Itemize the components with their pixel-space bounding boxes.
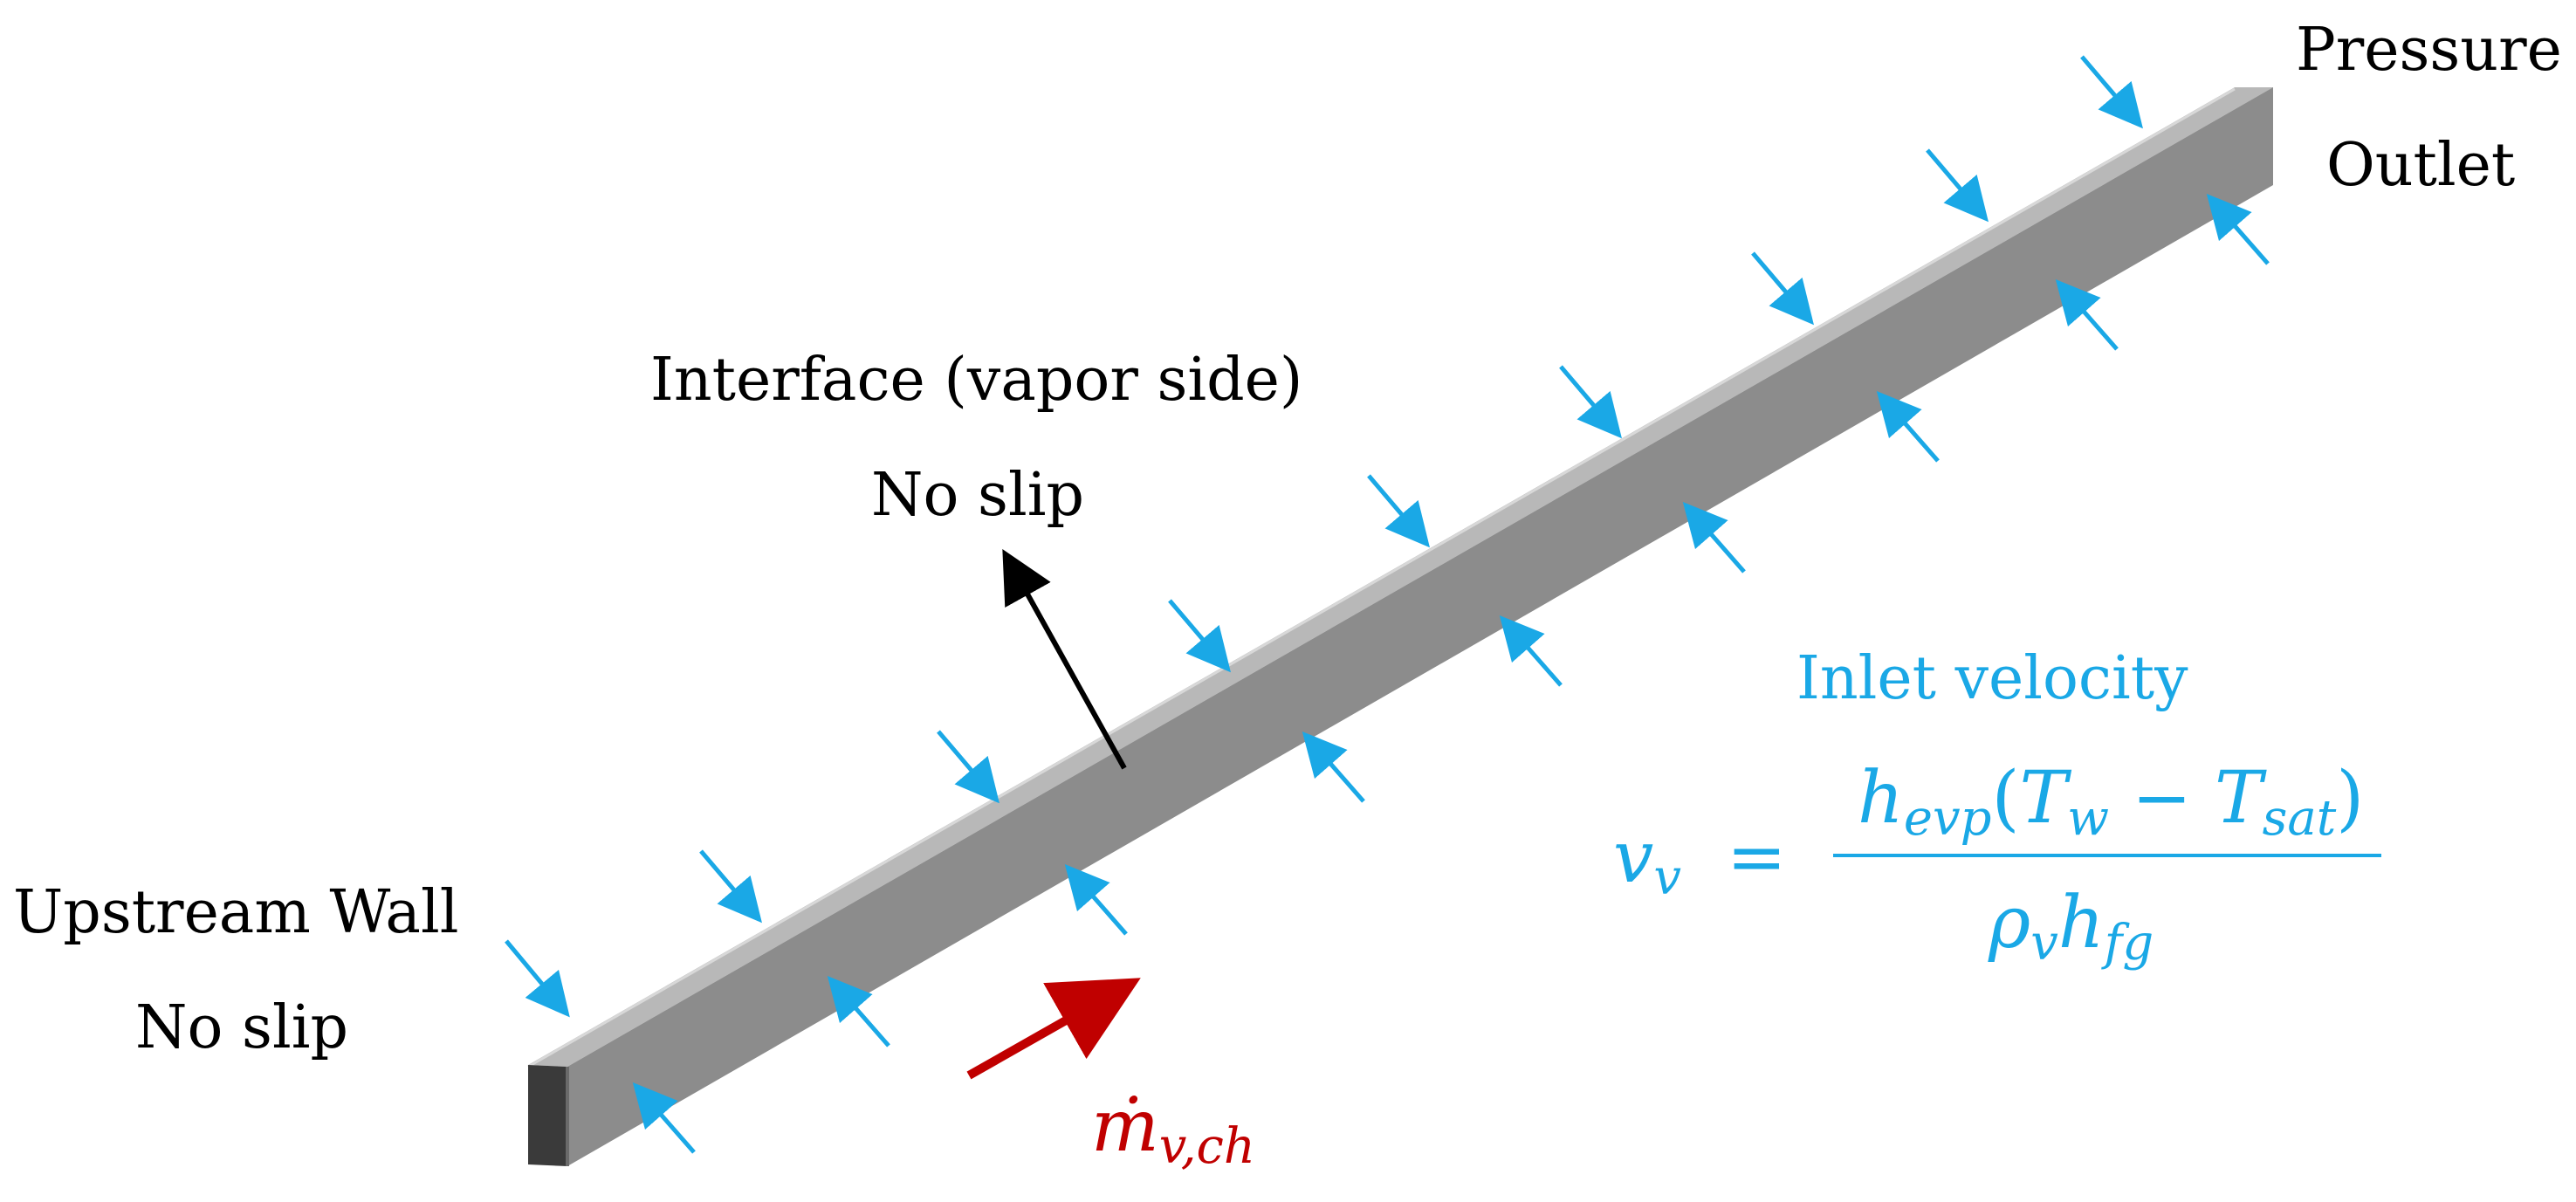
vapor-channel [527,87,2273,1166]
pressure-outlet-label-line1: Pressure [2296,16,2562,85]
pressure-outlet-label-line2: Outlet [2326,131,2515,200]
inlet-velocity-equation: vv = hevp(Tw − Tsat) ρvhfg [1613,757,2381,972]
equation-equals: = [1727,816,1787,899]
inlet-arrow [2206,193,2270,265]
channel-top-face [528,87,2273,1067]
interface-condition-label: No slip [871,461,1084,530]
upstream-condition-label: No slip [135,993,348,1062]
equation-denominator: ρvhfg [1988,882,2154,972]
inlet-arrow [1926,148,1989,223]
inlet-arrow [505,939,570,1018]
inlet-arrow [699,849,762,924]
inlet-arrow [937,730,999,804]
channel-highlight-edge [527,87,2236,1068]
mass-flow-arrow [966,978,1141,1080]
mass-flow-label: ṁv,ch [1091,1085,1255,1175]
inlet-arrow [1751,251,1814,326]
equation-lhs: vv [1613,816,1681,906]
upstream-wall-label: Upstream Wall [13,878,458,947]
inlet-arrow [1168,599,1231,673]
inlet-arrow [1559,365,1622,439]
inlet-arrow [1064,863,1128,936]
interface-normal-arrow [1002,549,1127,770]
inlet-velocity-label: Inlet velocity [1796,644,2188,713]
inlet-arrow [2080,55,2143,129]
inlet-arrows-top [505,55,2143,1018]
inlet-arrow [827,975,890,1047]
inlet-arrow [1876,390,1940,463]
interface-label: Interface (vapor side) [650,346,1302,415]
channel-end-face [528,1065,567,1166]
inlet-arrow [2055,278,2119,351]
inlet-arrow [1682,501,1746,574]
inlet-arrows-bottom [632,193,2270,1154]
inlet-arrow [632,1082,696,1154]
inlet-arrow [1367,474,1430,548]
equation-numerator: hevp(Tw − Tsat) [1858,757,2364,847]
channel-side-face [567,87,2273,1166]
inlet-arrow [1302,731,1365,803]
inlet-arrow [1499,615,1563,687]
